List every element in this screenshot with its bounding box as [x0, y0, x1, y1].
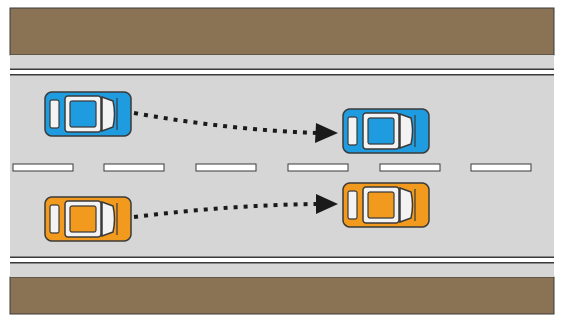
car-roof — [70, 206, 96, 232]
car-icon — [343, 109, 429, 153]
car-windshield — [102, 202, 115, 236]
car-windshield — [102, 97, 115, 131]
lane-dash — [196, 164, 256, 171]
car-rear-window — [50, 100, 59, 128]
lane-dash — [13, 164, 73, 171]
car-icon — [45, 92, 131, 136]
car-rear-window — [348, 117, 357, 145]
car-roof — [70, 101, 96, 127]
lane-dash — [288, 164, 348, 171]
car-icon — [45, 197, 131, 241]
lane-dash — [380, 164, 440, 171]
lane-dash — [471, 164, 531, 171]
car-roof — [368, 118, 394, 144]
sidewalk-bottom — [10, 277, 554, 314]
lane-dash — [104, 164, 164, 171]
car-roof — [368, 192, 394, 218]
car-rear-window — [348, 191, 357, 219]
car-rear-window — [50, 205, 59, 233]
sidewalk-top — [10, 8, 554, 55]
car-windshield — [400, 188, 413, 222]
car-icon — [343, 183, 429, 227]
car-windshield — [400, 114, 413, 148]
